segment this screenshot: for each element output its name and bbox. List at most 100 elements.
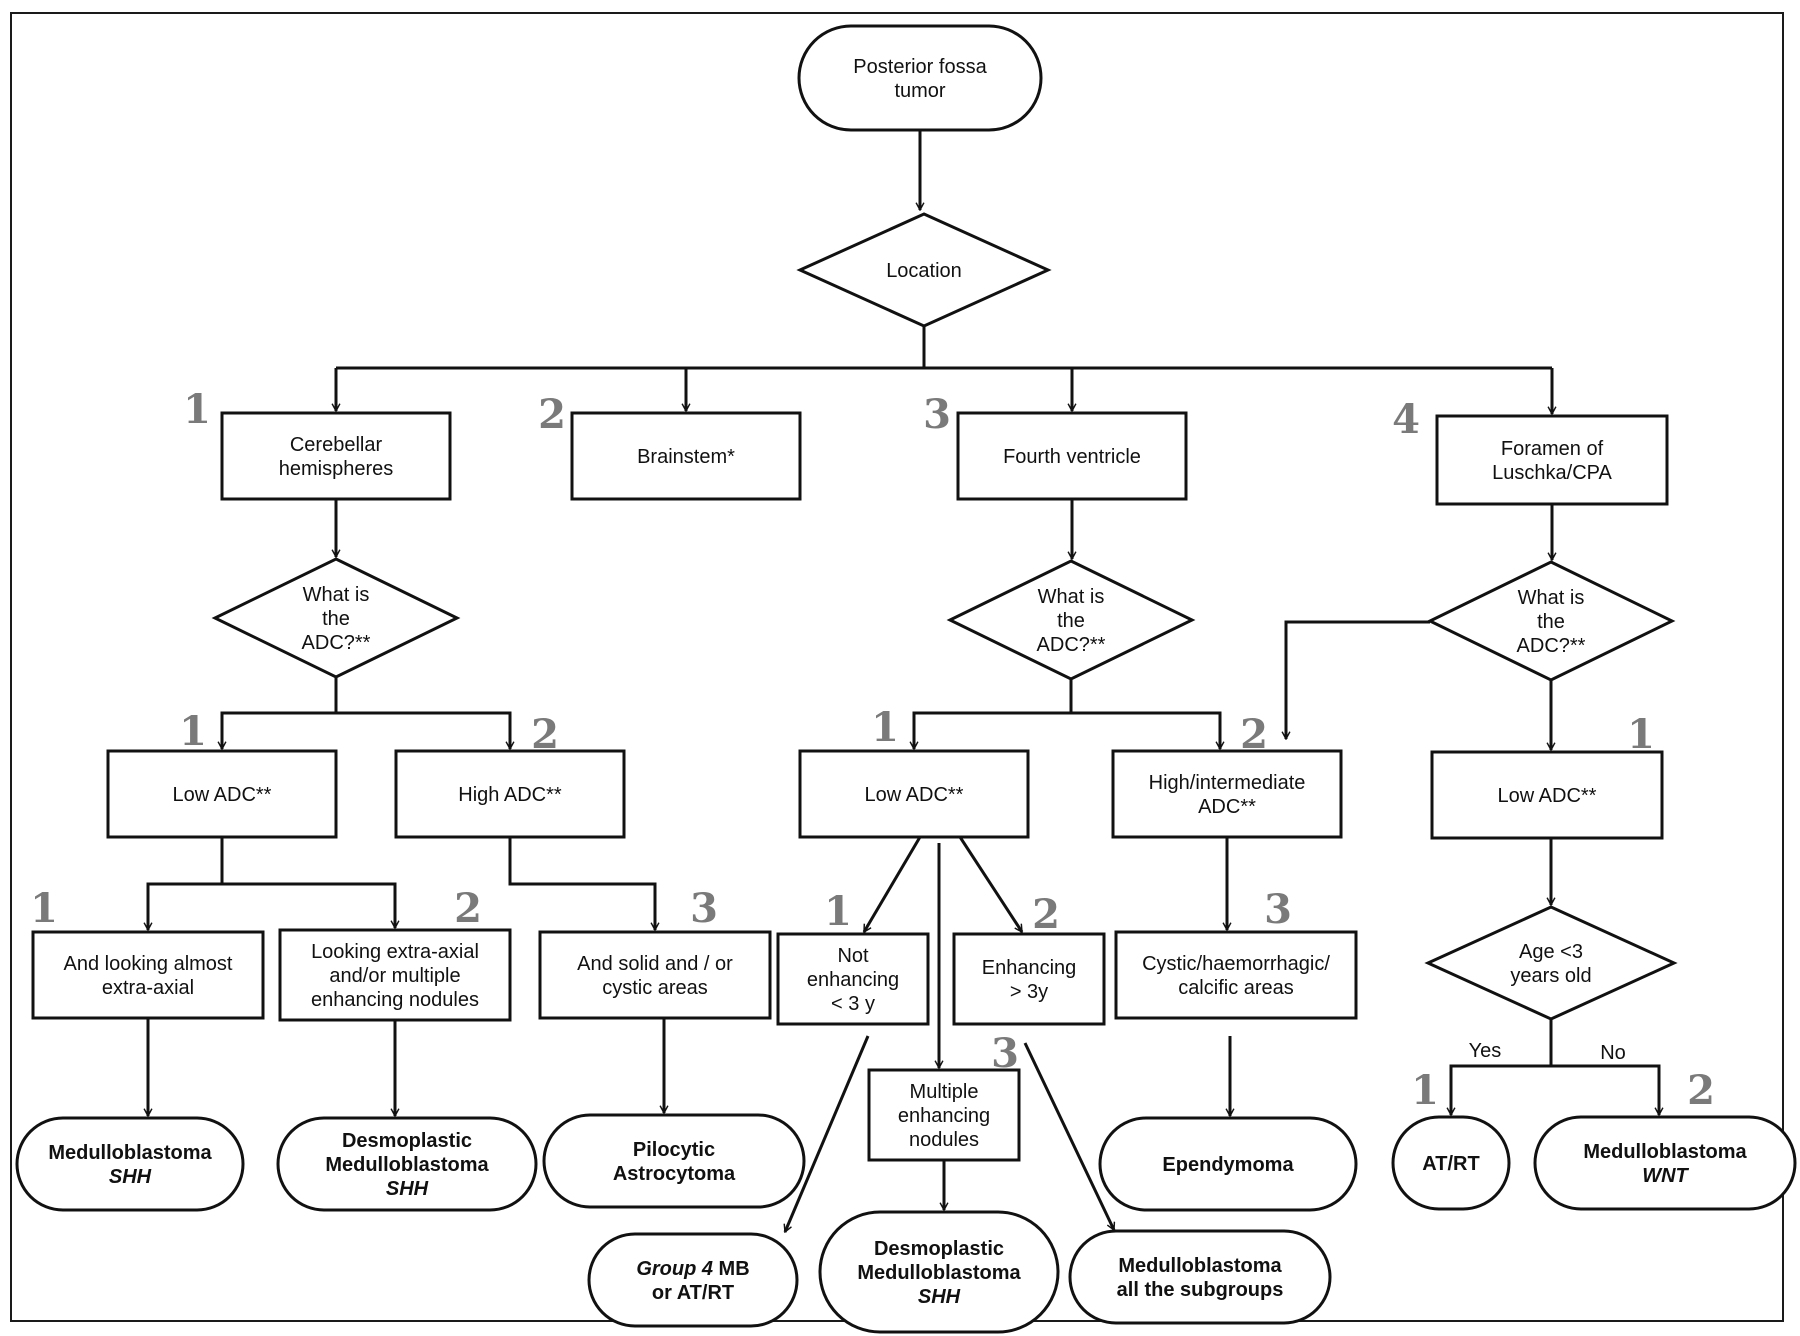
decision-diamond [946,559,1196,681]
step-number: 2 [1240,711,1268,758]
node-label: Location [886,260,962,282]
decision-diamond [211,557,461,679]
step-number: 1 [179,708,207,755]
node-label: High ADC** [458,784,562,806]
process-box [278,928,512,1022]
step-number: 3 [923,391,951,438]
connector-line [222,882,395,928]
process-box [956,411,1188,501]
node-label: Ependymoma [1162,1154,1294,1176]
connector-line [1071,711,1220,749]
connector-line [862,836,922,932]
terminal-box [797,24,1043,132]
connector-line [958,836,1024,932]
connectors [148,130,1659,1232]
process-box [31,930,265,1020]
connector-line [1551,1064,1659,1115]
node-high1: High ADC** [394,749,626,839]
node-r-atrt: AT/RT [1391,1115,1511,1211]
process-box [1430,750,1664,840]
step-number: 2 [1687,1067,1715,1114]
process-box [952,932,1106,1026]
node-label: Fourth ventricle [1003,446,1141,468]
node-brainstem: Brainstem* [570,411,802,501]
terminal-box [542,1113,806,1209]
node-label: Cystic/haemorrhagic/calcific areas [1142,953,1330,999]
terminal-box [818,1210,1060,1334]
step-number: 4 [1392,396,1420,443]
step-number: 3 [690,885,718,932]
connector-line [508,837,655,930]
step-number: 1 [824,888,852,935]
decision-diamond [1426,560,1676,682]
node-r-ependymoma: Ependymoma [1098,1116,1358,1212]
edge-label-no: No [1600,1042,1626,1064]
process-box [867,1068,1021,1162]
node-low1: Low ADC** [106,749,338,839]
step-number: 1 [871,704,899,751]
decision-diamond [796,212,1052,328]
process-box [1114,930,1358,1020]
node-low4: Low ADC** [1430,750,1664,840]
process-box [220,411,452,501]
connector-line [336,711,510,749]
step-number: 3 [1264,886,1292,933]
process-box [106,749,338,839]
step-number: 2 [531,711,559,758]
step-number: 1 [30,885,58,932]
process-box [1435,414,1669,506]
connector-line [1451,1019,1553,1115]
step-number: 1 [183,386,211,433]
connector-line [785,1035,870,1232]
edge-label-yes: Yes [1469,1040,1502,1062]
terminal-box [15,1116,245,1212]
node-location: Location [796,212,1052,328]
process-box [538,930,772,1020]
connector-line [914,679,1073,749]
step-number: 2 [454,885,482,932]
terminal-box [1533,1115,1797,1211]
node-label: Low ADC** [173,784,272,806]
process-box [394,749,626,839]
process-box [776,932,930,1026]
step-number: 1 [1627,711,1655,758]
decision-diamond [1424,905,1678,1021]
node-label: Brainstem* [637,446,735,468]
step-number: 3 [991,1030,1019,1077]
terminal-box [1068,1229,1332,1325]
